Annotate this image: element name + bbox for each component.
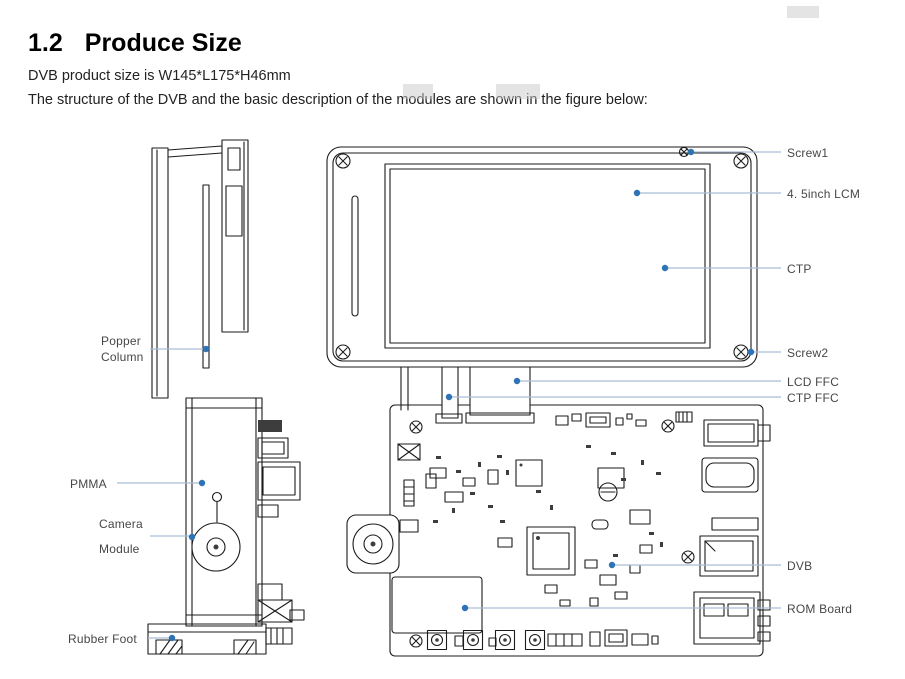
- callout-ctp: CTP: [787, 262, 812, 276]
- pcb-buttons: [426, 629, 659, 651]
- callout-screw2: Screw2: [787, 346, 829, 360]
- front-bezel: [326, 146, 758, 368]
- callout-rom-board: ROM Board: [787, 602, 853, 616]
- pcb-components: [397, 411, 693, 607]
- section-number: 1.2: [28, 28, 63, 57]
- scan-artifact: [403, 84, 433, 99]
- section-heading: 1.2 Produce Size: [28, 29, 242, 58]
- section-title: Produce Size: [84, 28, 242, 57]
- leader-lines: [117, 148, 781, 642]
- main-chip: [526, 526, 576, 576]
- callout-ctp-ffc: CTP FFC: [787, 391, 839, 405]
- ffc-cables: [400, 366, 535, 424]
- callout-screw1: Screw1: [787, 146, 829, 160]
- base-and-feet: [147, 623, 267, 655]
- side-view: [147, 139, 305, 655]
- pcb-ports: [693, 419, 771, 645]
- side-display-stack: [151, 139, 249, 399]
- callout-camera-module: Camera Module: [99, 517, 143, 556]
- callout-popper-column: Popper Column: [101, 334, 144, 364]
- callout-rubber-foot: Rubber Foot: [68, 632, 137, 646]
- pcb-board: [346, 366, 771, 657]
- popper-column-part: [202, 184, 210, 369]
- camera-module-side: [191, 491, 241, 572]
- callout-pmma: PMMA: [70, 477, 107, 491]
- rom-board-part: [391, 576, 483, 634]
- callout-lcd-ffc: LCD FFC: [787, 375, 840, 389]
- side-connectors: [257, 420, 305, 645]
- callout-dvb: DVB: [787, 559, 813, 573]
- scan-artifact: [496, 84, 540, 99]
- body-paragraph-2: The structure of the DVB and the basic d…: [28, 91, 648, 108]
- body-paragraph-1: DVB product size is W145*L175*H46mm: [28, 67, 291, 84]
- side-body: [185, 397, 263, 627]
- camera-module-front: [346, 514, 400, 574]
- bezel-screws: [335, 146, 749, 360]
- callout-lcm: 4. 5inch LCM: [787, 187, 861, 201]
- scan-artifact: [787, 6, 819, 18]
